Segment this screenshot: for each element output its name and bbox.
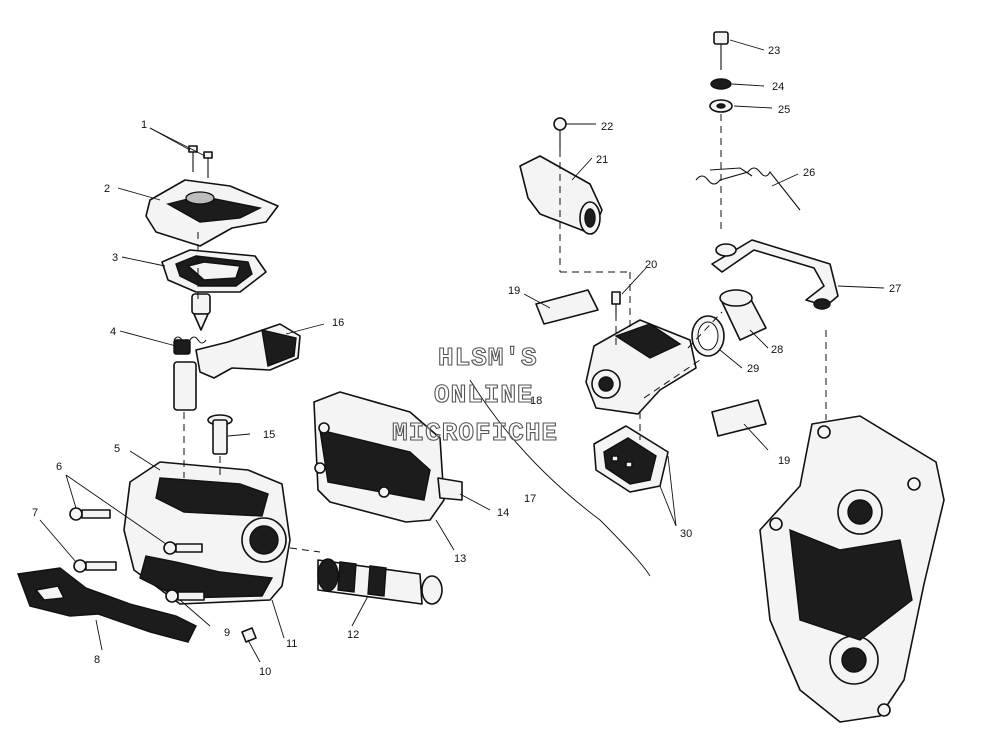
bolt-7: [73, 559, 117, 573]
watermark-line-1: HLSM'S: [438, 343, 538, 373]
screw-1: [188, 145, 213, 178]
callout-19a: 19: [508, 285, 520, 297]
pad-30: [593, 425, 669, 493]
bushing-28: [719, 289, 767, 341]
callout-labels: 1 2 3 4 5 6 7 8 9 10 11 12 13 14 15 16 1…: [32, 45, 901, 678]
cover-2: [145, 179, 279, 247]
washer-24: [710, 78, 732, 90]
screw-20: [611, 291, 621, 314]
bolt-6: [69, 507, 203, 555]
alignment-lines: [183, 114, 827, 553]
leader-lines: [39, 39, 885, 663]
grip-12: [317, 558, 443, 605]
chaincase: [759, 415, 945, 723]
callout-23: 23: [768, 45, 780, 57]
callout-3: 3: [112, 252, 118, 264]
callout-5: 5: [114, 443, 120, 455]
callout-8: 8: [94, 654, 100, 666]
callout-20: 20: [645, 259, 657, 271]
pin-15: [207, 414, 233, 455]
callout-11: 11: [286, 638, 297, 650]
screw-9: [165, 589, 205, 603]
callout-13: 13: [454, 553, 466, 565]
bracket-27: [711, 239, 839, 310]
callout-14: 14: [497, 507, 509, 519]
callout-18: 18: [530, 395, 542, 407]
lever-16: [173, 323, 301, 411]
brace-17: [469, 379, 651, 577]
callout-7: 7: [32, 507, 38, 519]
callout-12: 12: [347, 629, 359, 641]
callout-17: 17: [524, 493, 536, 505]
spring-26: [695, 167, 801, 211]
watermark: HLSM'S ONLINE MICROFICHE: [391, 342, 558, 448]
callout-29: 29: [747, 363, 759, 375]
elbow-21: [519, 155, 603, 235]
bolt-23: [713, 31, 729, 70]
label-19: [535, 289, 767, 437]
callout-9: 9: [224, 627, 230, 639]
callout-28: 28: [771, 344, 783, 356]
carb-body-18: [585, 319, 697, 415]
callout-24: 24: [772, 81, 784, 93]
housing-5: [123, 461, 291, 605]
callout-19b: 19: [778, 455, 790, 467]
callout-30: 30: [680, 528, 692, 540]
callout-21: 21: [596, 154, 608, 166]
washer-25: [709, 99, 733, 113]
callout-2: 2: [104, 183, 110, 195]
gasket-3: [161, 249, 267, 293]
callout-22: 22: [601, 121, 613, 133]
plunger: [191, 293, 211, 331]
callout-25: 25: [778, 104, 790, 116]
clip-10: [241, 627, 257, 643]
callout-4: 4: [110, 326, 116, 338]
brake-lever-8: [17, 567, 197, 643]
callout-10: 10: [259, 666, 271, 678]
right-assembly: [519, 31, 945, 723]
callout-6: 6: [56, 461, 62, 473]
callout-15: 15: [263, 429, 275, 441]
callout-26: 26: [803, 167, 815, 179]
callout-16: 16: [332, 317, 344, 329]
watermark-line-3: MICROFICHE: [392, 418, 558, 448]
spring-4: [173, 336, 207, 355]
oring-29: [691, 315, 725, 357]
cover-13: [313, 391, 463, 523]
watermark-line-2: ONLINE: [434, 380, 534, 410]
screw-22: [553, 117, 567, 150]
left-assembly: [17, 145, 463, 643]
callout-1: 1: [141, 119, 147, 131]
callout-27: 27: [889, 283, 901, 295]
